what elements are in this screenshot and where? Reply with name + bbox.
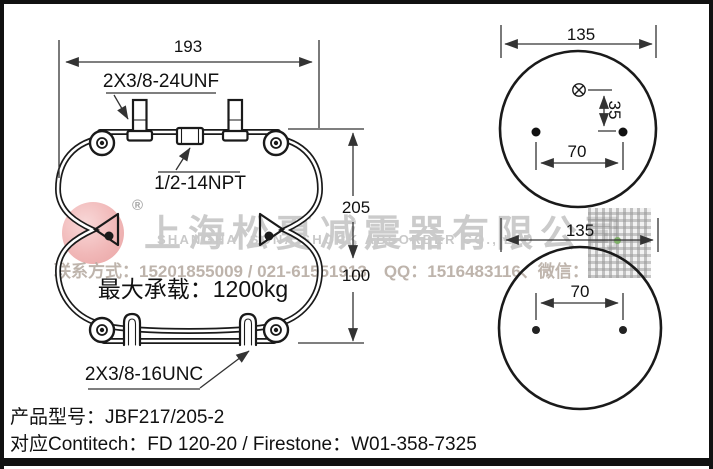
top-studs [126, 98, 249, 142]
registered-trademark-symbol: ® [132, 197, 144, 214]
watermark-company-name-cn: 上海松夏减震器有限公司 [144, 213, 628, 254]
watermark-company-name-en: SHANGHAI SONA SHOCK ABSORBER CO., LTD [157, 232, 535, 247]
bottom-view [497, 245, 663, 411]
girdle-ring [93, 212, 285, 247]
label-air-fitting: 1/2-14NPT [154, 173, 246, 194]
max-load-text: 最大承载：1200kg [97, 276, 289, 302]
air-inlet-symbol [572, 83, 586, 97]
side-view-bellows [54, 98, 324, 347]
label-bottom-thread: 2X3/8-16UNC [84, 364, 204, 385]
frame-border-right [709, 0, 713, 469]
dim-bottom-spacing-70: 70 [570, 282, 590, 301]
girdle-dot-right [264, 231, 274, 241]
dim-height-100: 100 [341, 266, 371, 285]
bead-curls [88, 129, 290, 344]
dim-bottom-diameter-135: 135 [565, 221, 595, 240]
product-model-line: 产品型号：JBF217/205-2 [10, 407, 225, 428]
bottom-view-bolt-left [532, 326, 540, 334]
dim-height-205: 205 [341, 198, 371, 217]
dim-width-193: 193 [173, 37, 203, 56]
top-view [498, 49, 658, 209]
dim-top-spacing-70: 70 [567, 142, 587, 161]
dimension-lines-bottom-view [500, 218, 659, 320]
frame-border-bottom [0, 458, 713, 466]
frame-border-left [0, 0, 4, 469]
air-fitting [175, 126, 205, 146]
frame-border-top [0, 0, 713, 4]
girdle-dot-left [104, 231, 114, 241]
bottom-view-bolt-right [619, 326, 627, 334]
dimension-lines-side [58, 40, 364, 390]
dimension-lines-top-view [500, 25, 657, 170]
product-reference-line: 对应Contitech：FD 120-20 / Firestone：W01-35… [10, 434, 477, 455]
top-view-bolt-right [618, 127, 628, 137]
top-view-bolt-left [531, 127, 541, 137]
label-top-thread: 2X3/8-24UNF [102, 71, 220, 92]
dim-top-diameter-135: 135 [566, 25, 596, 44]
dim-inlet-offset-35: 35 [605, 100, 624, 120]
